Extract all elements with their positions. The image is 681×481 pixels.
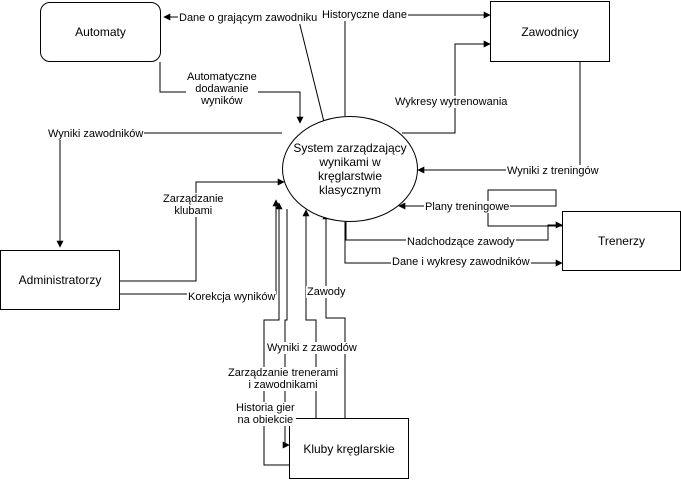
flow-label-zarzadzanie-klubami: Zarządzanie klubami — [162, 193, 225, 217]
flow-line-wyniki-zawodnikow — [56, 132, 282, 248]
flow-line-zarzadzanie-klubami — [120, 178, 285, 282]
flow-label-wyniki-z-zawodow: Wyniki z zawodów — [266, 342, 358, 354]
flow-line-wykresy-wytrenowania — [402, 40, 491, 134]
flow-label-wykresy-wytrenowania: Wykresy wytrenowania — [394, 96, 509, 108]
flow-label-plany-treningowe: Plany treningowe — [424, 201, 511, 213]
flow-line-historia-gier — [263, 202, 289, 466]
flow-line-wyniki-z-treningow — [417, 62, 581, 174]
trenerzy-node[interactable]: Trenerzy — [562, 211, 681, 271]
flow-label-zawody: Zawody — [306, 286, 347, 298]
flow-line-nadchodzace-zawody — [345, 216, 563, 241]
flow-label-dane-o-grajacym: Dane o grającym zawodniku — [178, 12, 319, 24]
flow-label-wyniki-z-treningow: Wyniki z treningów — [506, 165, 600, 177]
administratorzy-node[interactable]: Administratorzy — [0, 250, 120, 310]
flow-label-dane-i-wykresy: Dane i wykresy zawodników — [391, 256, 531, 268]
flow-line-plany-treningowe — [398, 189, 562, 227]
flow-label-zarzadzanie-trenerami: Zarządzanie trenerami i zawodnikami — [227, 367, 340, 391]
flow-label-historyczne-dane: Historyczne dane — [321, 9, 408, 21]
zawodnicy-node[interactable]: Zawodnicy — [490, 1, 610, 62]
kluby-node[interactable]: Kluby kręglarskie — [289, 418, 409, 479]
flow-label-automatyczne-dodawanie: Automatyczne dodawanie wyników — [186, 71, 258, 107]
flow-label-nadchodzace-zawody: Nadchodzące zawody — [406, 236, 516, 248]
flow-label-wyniki-zawodnikow: Wyniki zawodników — [47, 128, 145, 140]
flow-line-zawody — [322, 212, 346, 418]
system-node[interactable]: System zarządzający wynikami w kręglarst… — [282, 116, 418, 222]
automaty-node[interactable]: Automaty — [40, 2, 161, 62]
flow-line-zarzadzanie-trenerami — [282, 209, 290, 449]
flow-label-historia-gier: Historia gier na obiekcie — [235, 402, 296, 426]
flow-label-korekcja-wynikow: Korekcja wyników — [187, 291, 277, 303]
